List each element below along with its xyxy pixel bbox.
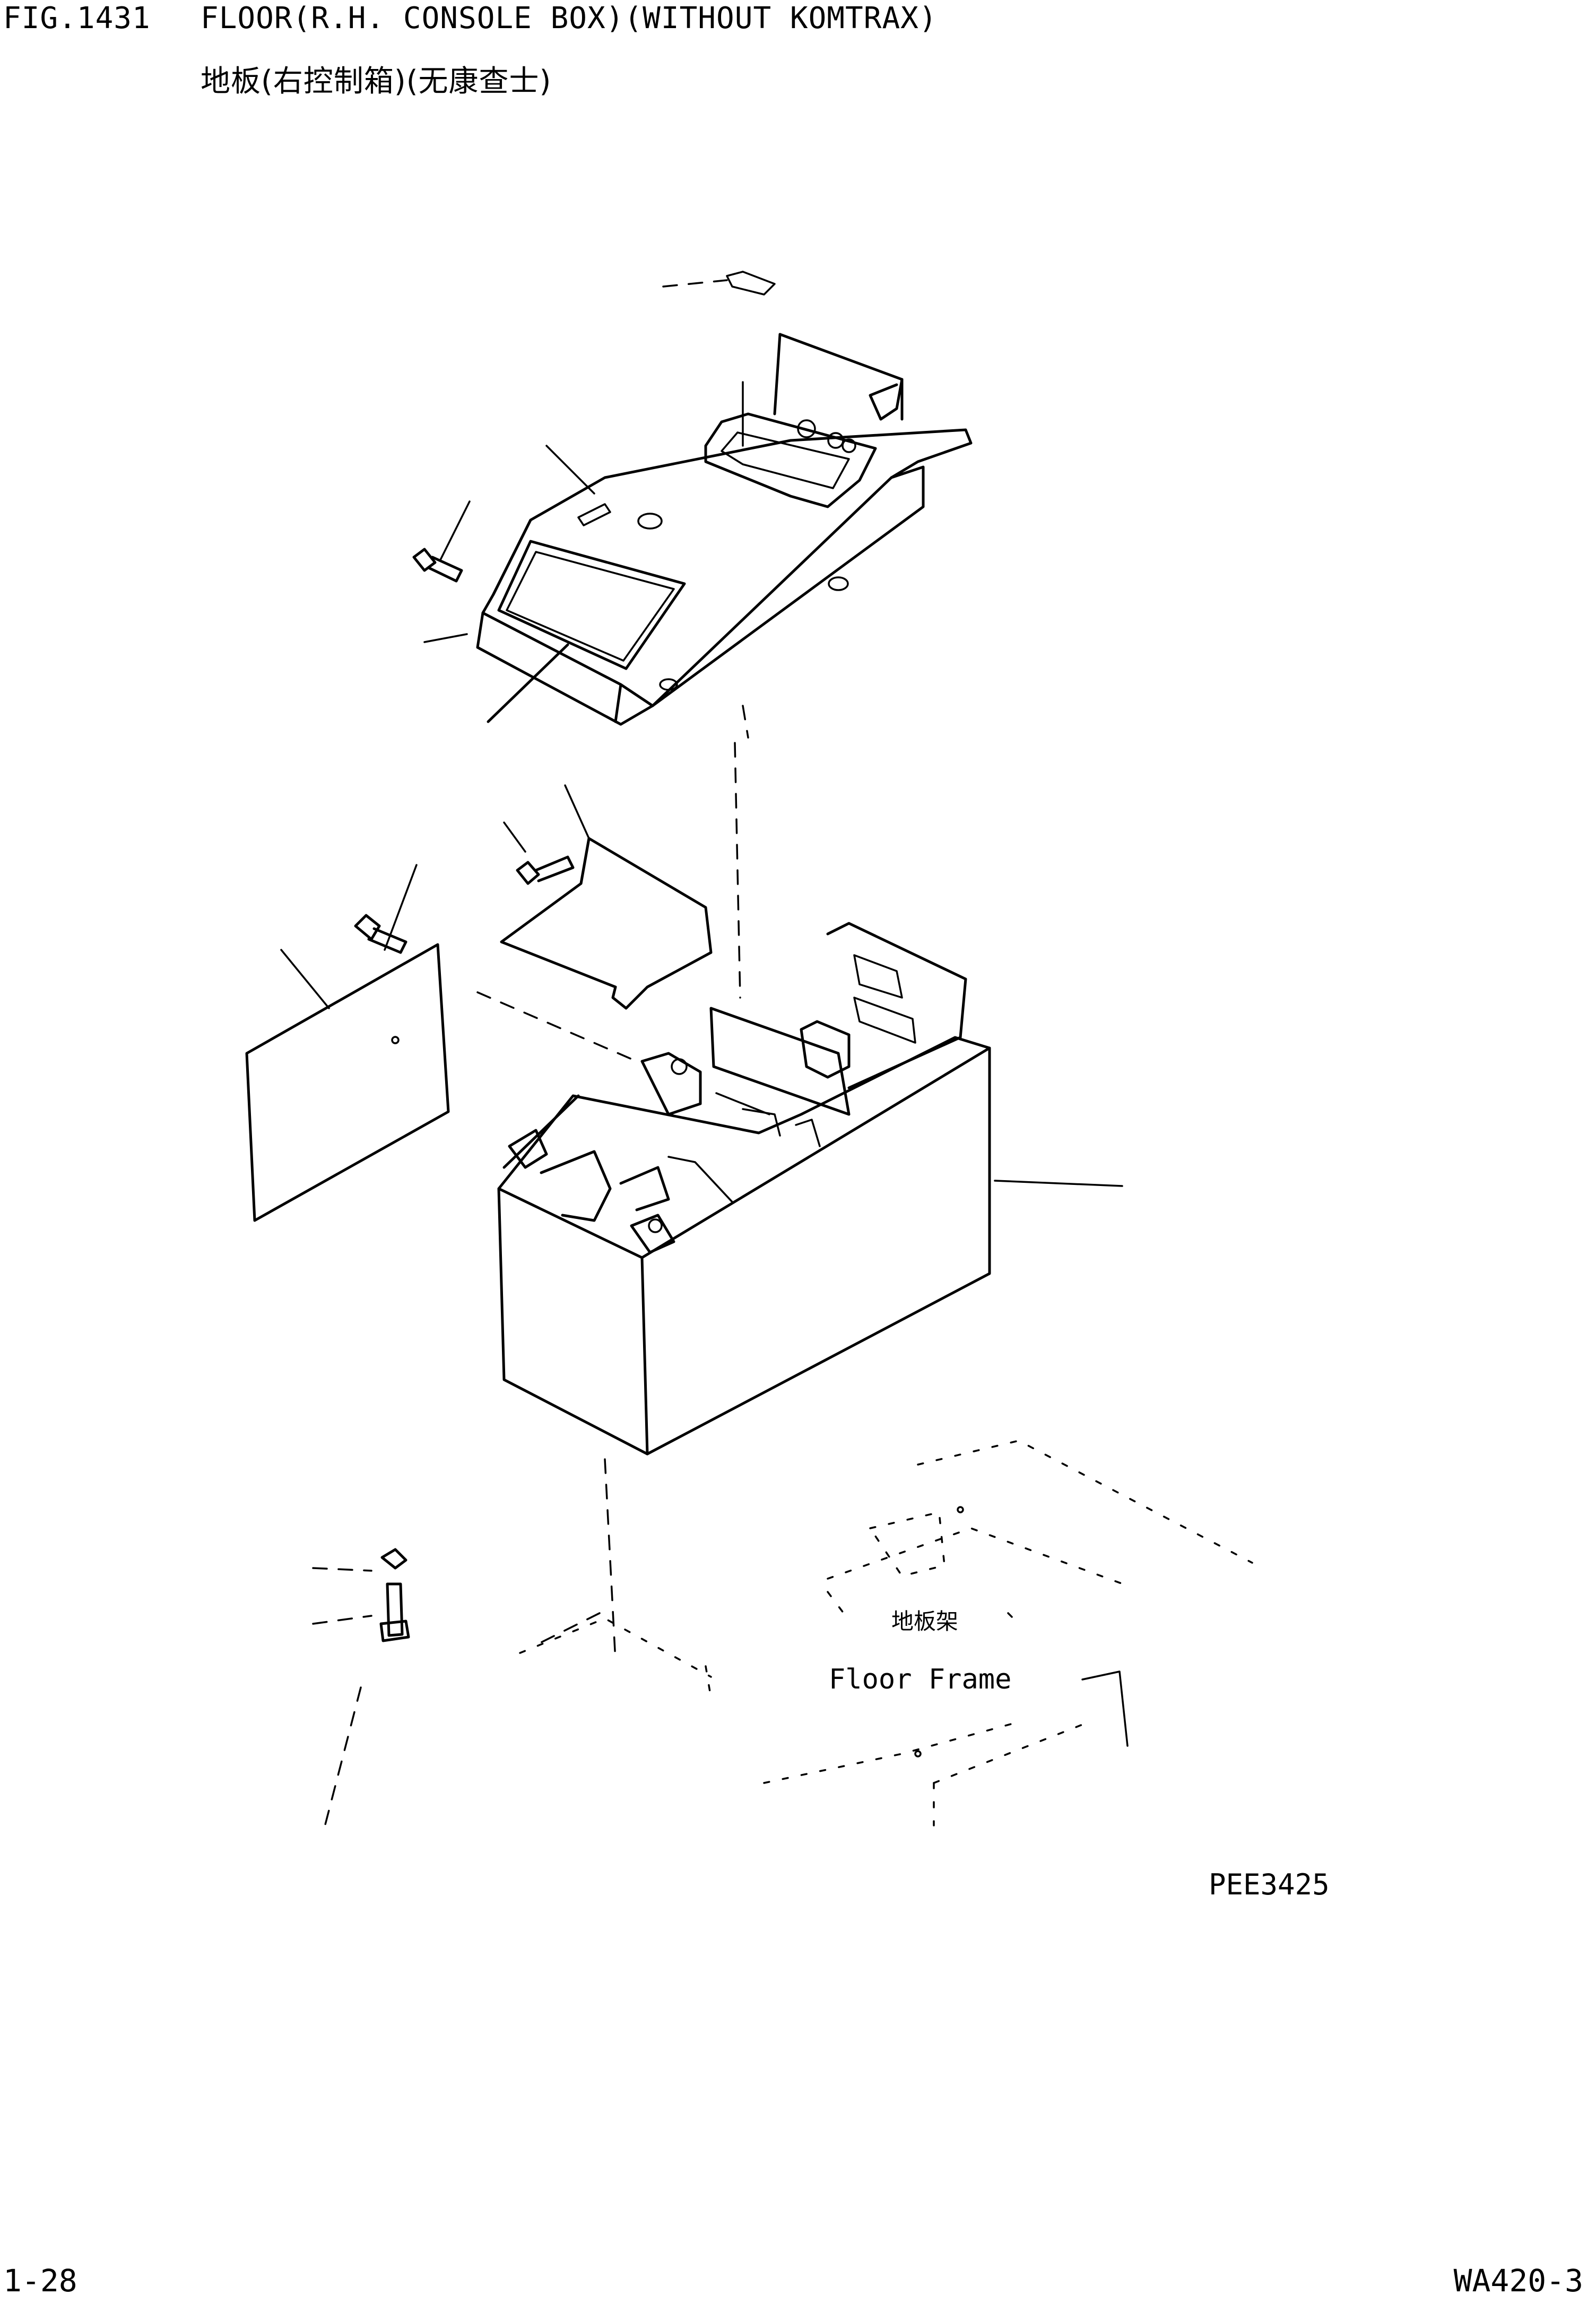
assembly-guide-lines [476,705,749,1662]
figure-title-english: FLOOR(R.H. CONSOLE BOX)(WITHOUT KOMTRAX) [201,1,938,36]
floor-bolt [312,1548,410,1832]
floor-frame-label-chinese: 地板架 [891,1608,958,1634]
page-number: 1-28 [3,2263,77,2299]
upper-reference-mark [662,271,776,296]
console-cover [423,333,973,726]
floor-frame: 地板架 Floor Frame [519,1440,1253,1826]
side-panel [245,864,450,1222]
cover-bolt [412,500,471,583]
console-box [497,922,1123,1456]
upper-plate [500,784,713,1010]
floor-frame-label-english: Floor Frame [829,1664,1011,1695]
figure-number: FIG.1431 [3,1,151,36]
machine-model: WA420-3 [1453,2263,1583,2299]
drawing-code: PEE3425 [1209,1868,1330,1901]
figure-title-chinese: 地板(右控制箱)(无康查士) [201,64,552,99]
